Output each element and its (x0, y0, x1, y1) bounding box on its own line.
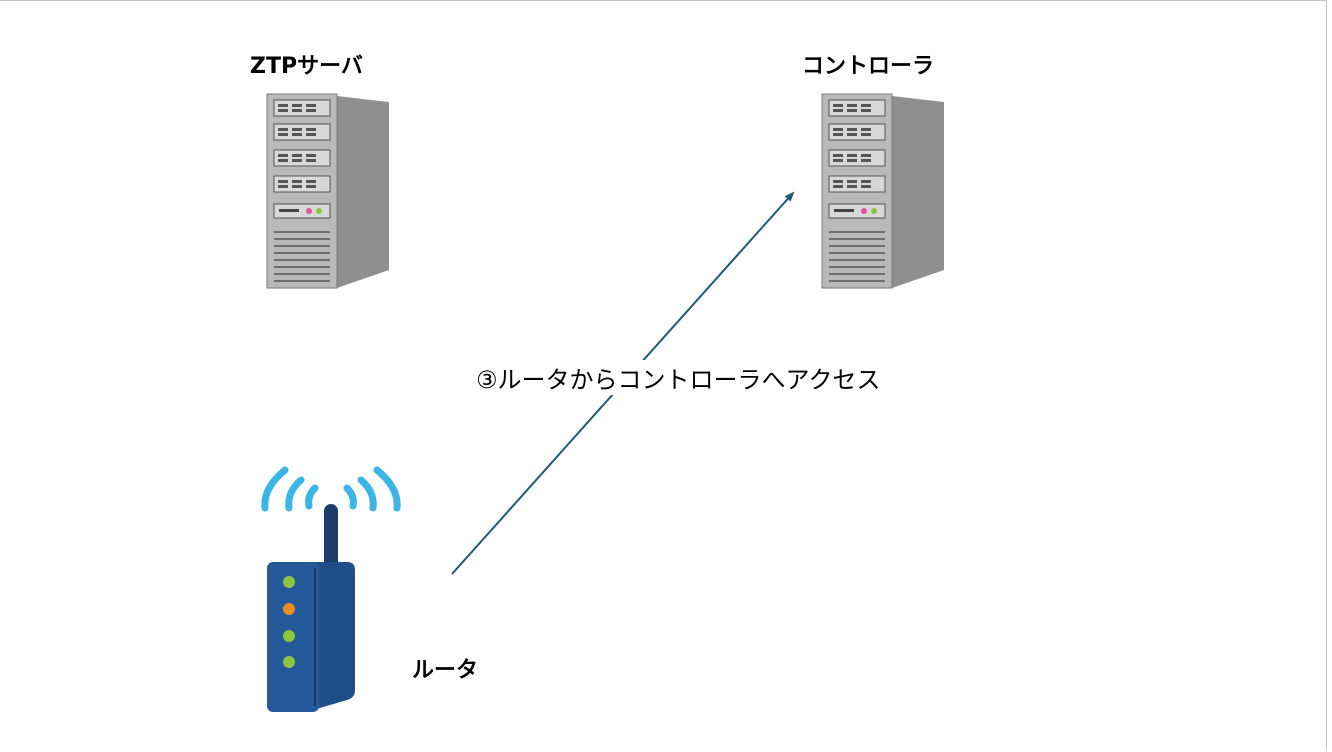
ztp-server-label: ZTPサーバ (250, 54, 363, 79)
wifi-waves-left (261, 466, 319, 512)
controller-label: コントローラ (802, 54, 935, 79)
wireless-router-icon (261, 466, 401, 712)
router-label: ルータ (412, 658, 479, 683)
ztp-server-icon (266, 93, 389, 289)
controller-server-icon (821, 93, 944, 289)
wifi-waves-right (343, 466, 401, 512)
edge-label-router-to-controller: ③ルータからコントローラへアクセス (472, 360, 885, 395)
